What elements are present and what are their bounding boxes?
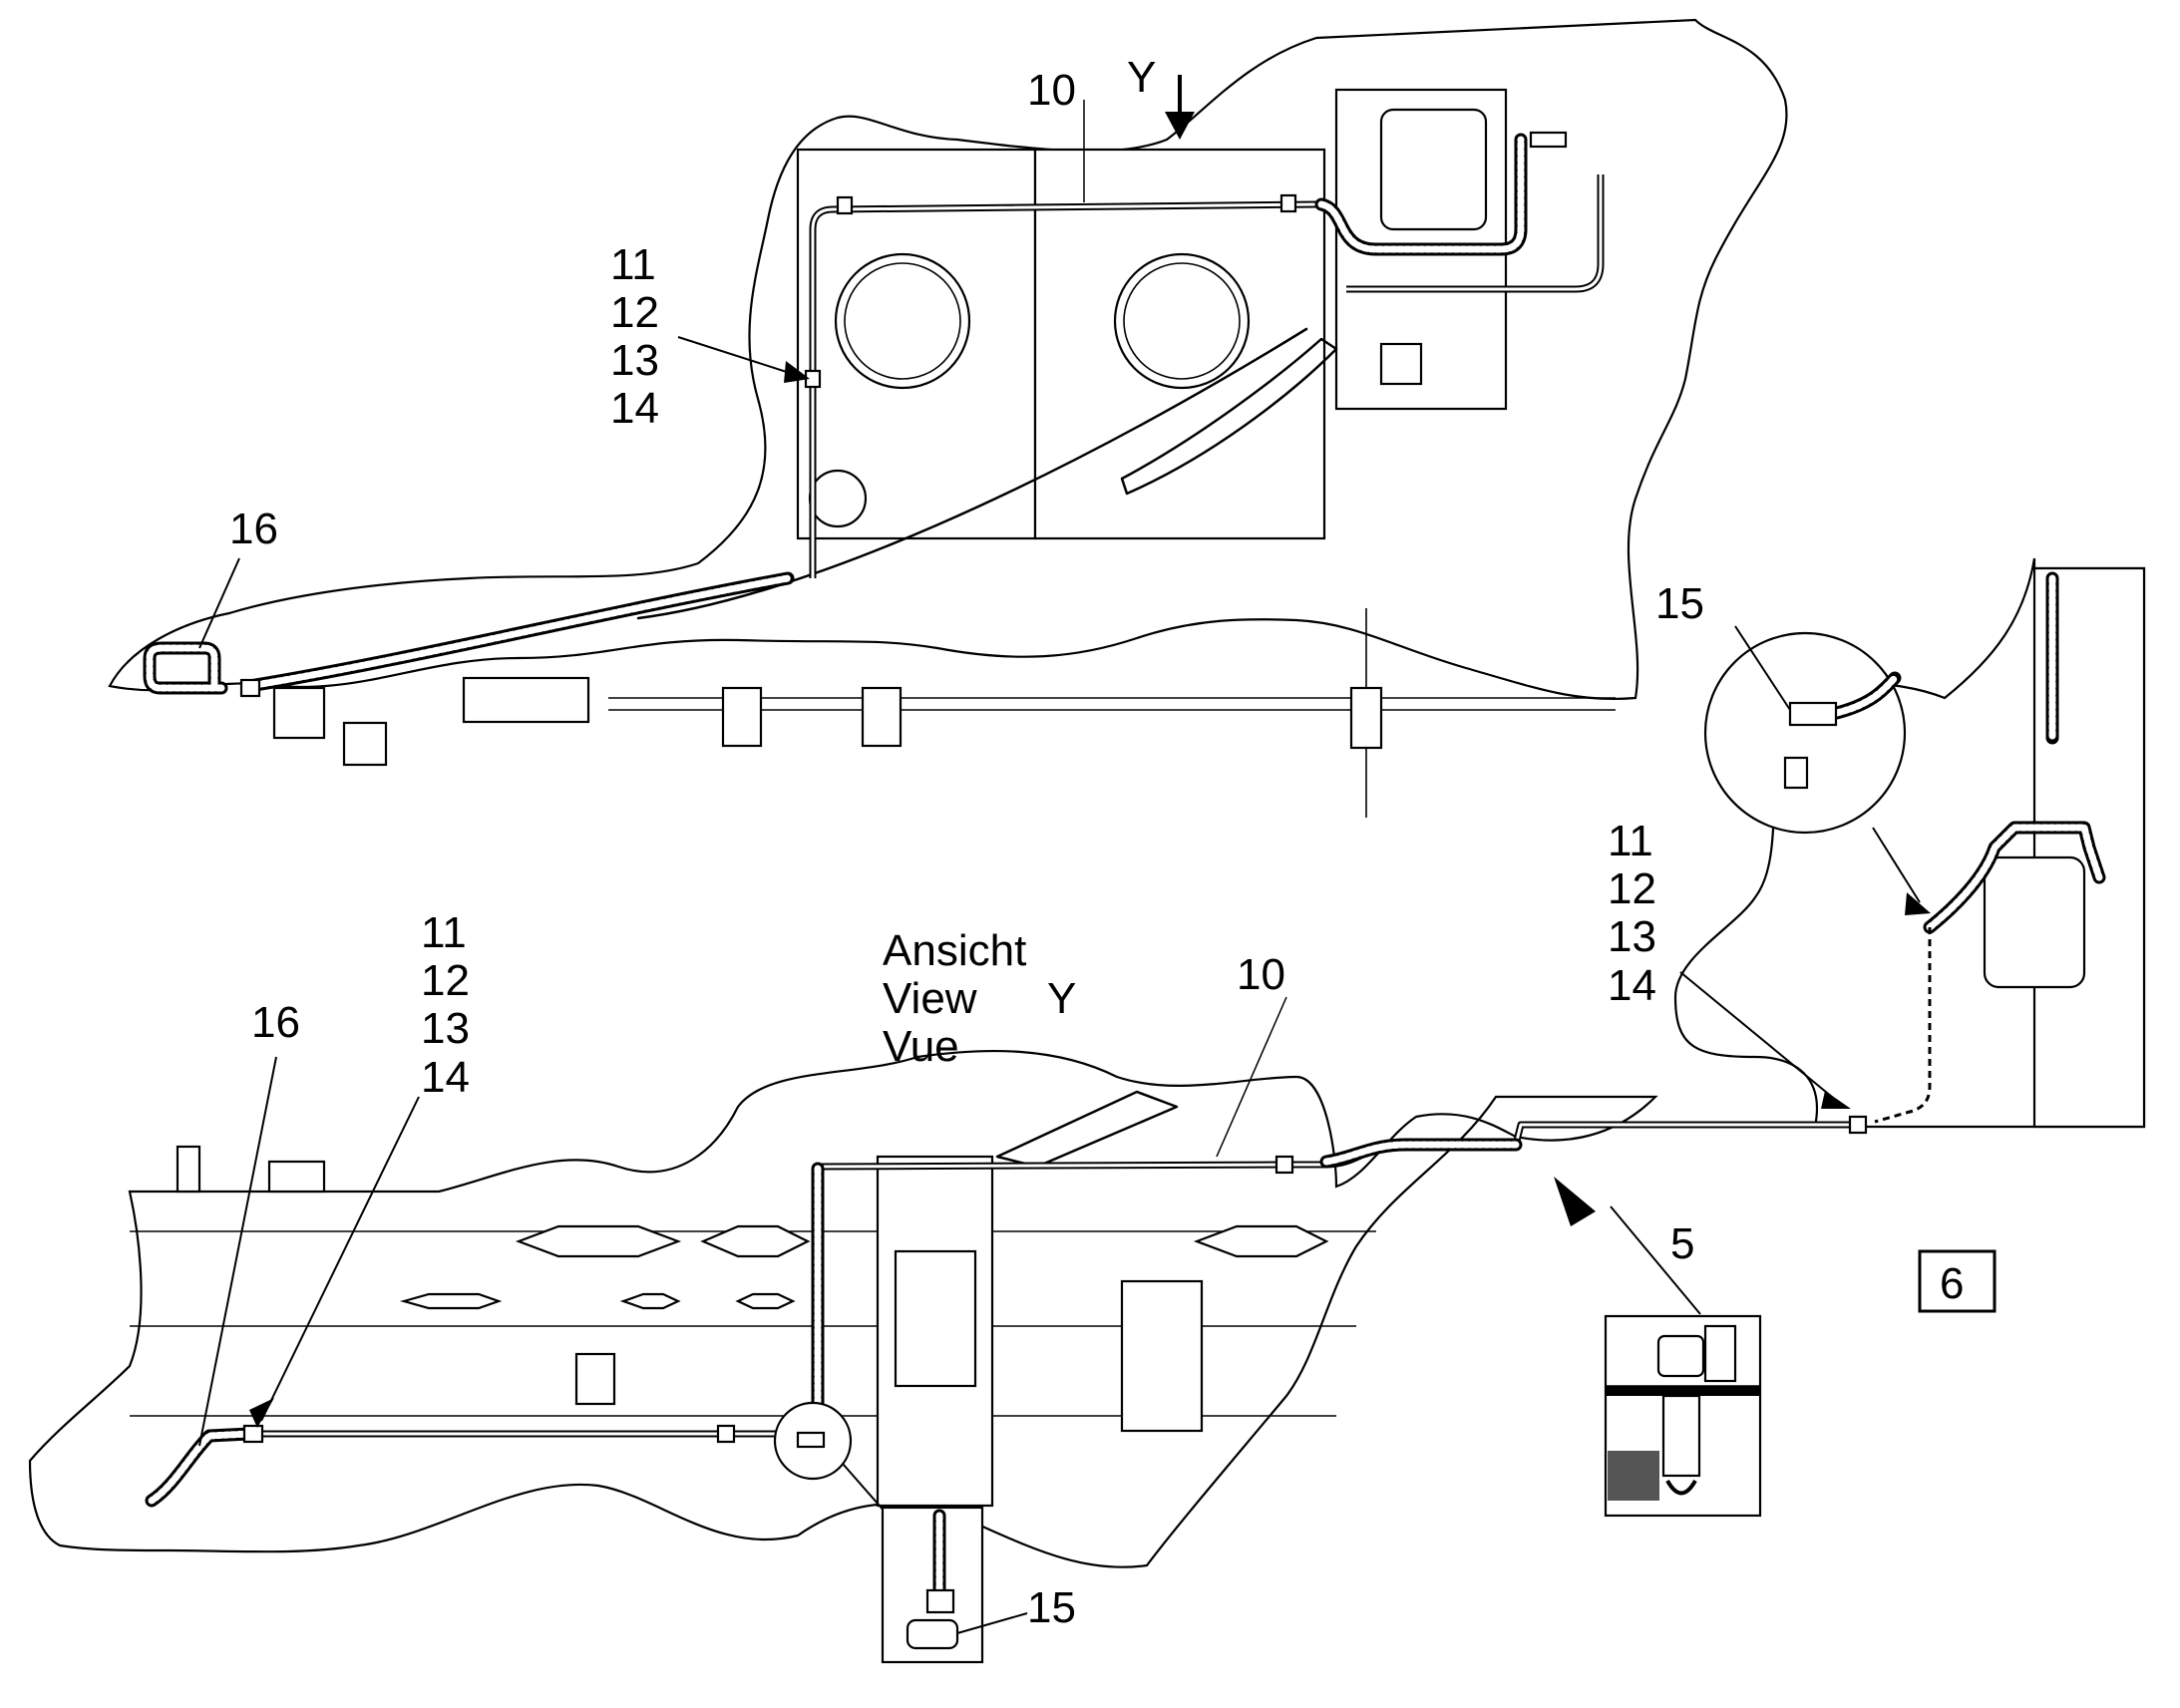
figure-number: 6: [1940, 1259, 1964, 1308]
bottom-plate-small: [574, 1352, 616, 1406]
right-detail: [1673, 557, 2146, 1129]
detail-box-15-elbow: [906, 1618, 959, 1650]
callout-top-10: 10: [1027, 66, 1076, 115]
bottom-leader-11-14: [260, 1096, 420, 1422]
top-pipe-10: [809, 200, 1317, 578]
callout-bottom-14: 14: [421, 1053, 470, 1102]
detail-box-5-leader: [1610, 1205, 1701, 1315]
right-magnifier: [1703, 631, 1907, 835]
top-guide-rail: [1120, 337, 1338, 496]
callout-right-13: 13: [1608, 912, 1656, 961]
view-caption-fr: Vue: [883, 1022, 959, 1071]
callout-bottom-12: 12: [421, 956, 470, 1005]
bottom-post: [176, 1145, 201, 1194]
detail-box-5-arrow: [1554, 1177, 1596, 1226]
bottom-slot-c: [735, 1292, 796, 1310]
top-clip-b: [1279, 193, 1297, 213]
top-spring-block-c: [1349, 686, 1383, 750]
right-fitting-base: [1783, 756, 1809, 790]
view-caption-de: Ansicht: [883, 926, 1026, 975]
bottom-cutout-c: [1193, 1224, 1329, 1258]
top-label-plate: [1529, 131, 1568, 149]
callout-bottom-11: 11: [421, 908, 467, 957]
bottom-bracket-top: [267, 1160, 326, 1194]
bottom-magnifier-fitting: [796, 1431, 826, 1449]
labels: Y 10 11 12 13 14 16 15 11 12 13 14 Ansic…: [229, 53, 1964, 1632]
callout-top-14: 14: [610, 384, 659, 433]
top-mount-plate: [462, 676, 590, 724]
top-view: [108, 18, 1788, 818]
right-leader-11-14: [1679, 971, 1839, 1103]
top-leader-11-14: [677, 336, 794, 375]
bottom-clip-right: [1848, 1115, 1868, 1135]
detail-box-15-leader: [956, 1612, 1028, 1634]
top-spring-block-a: [721, 686, 763, 748]
top-fitting-16: [239, 678, 261, 698]
callout-right-15: 15: [1655, 579, 1704, 628]
callout-right-14: 14: [1608, 961, 1656, 1010]
detail-box-15: [881, 1506, 1028, 1664]
callout-bottom-16: 16: [251, 998, 300, 1047]
top-hopper-edge: [636, 327, 1308, 620]
bottom-clip-11-14: [242, 1424, 264, 1444]
top-tank-port-right: [1113, 252, 1251, 390]
top-access-hatch: [1379, 108, 1488, 231]
bottom-slot-a: [399, 1292, 503, 1310]
right-tank: [1983, 855, 2086, 989]
detail-box-5: [1554, 1177, 1762, 1518]
top-tank-port-left-inner: [844, 262, 961, 380]
bottom-leader-16: [198, 1056, 277, 1447]
detail-box-5-hatch: [1608, 1451, 1659, 1501]
top-spring-block-b: [861, 686, 903, 748]
top-small-box: [1379, 342, 1423, 386]
bottom-slot-b: [619, 1292, 681, 1310]
top-pump-flange: [808, 469, 868, 528]
view-caption-letter: Y: [1047, 974, 1076, 1023]
right-dashed-pipe: [1874, 927, 1932, 1124]
bottom-view-outline: [28, 1049, 1658, 1568]
right-leader-15: [1734, 625, 1791, 711]
right-leader-magnifier: [1872, 827, 1921, 903]
callout-bottom-15: 15: [1027, 1583, 1076, 1632]
bottom-clip-b: [716, 1424, 736, 1444]
top-leader-16: [198, 557, 240, 649]
callout-bottom-10: 10: [1237, 950, 1285, 999]
detail-box-5-adapter: [1656, 1334, 1705, 1378]
callout-bottom-13: 13: [421, 1004, 470, 1053]
callout-right-11: 11: [1608, 817, 1653, 865]
callout-top-13: 13: [610, 336, 659, 385]
top-tank-port-right-inner: [1123, 262, 1241, 380]
right-fitting-15: [1788, 701, 1838, 727]
callout-detail-5: 5: [1670, 1219, 1694, 1268]
top-bracket-a: [272, 686, 326, 740]
figure-number-box: [1918, 1249, 1997, 1313]
bottom-column-plate: [894, 1249, 977, 1388]
top-clip-a: [836, 195, 854, 215]
bottom-cutout-b: [700, 1224, 811, 1258]
bottom-clip-10: [1274, 1155, 1294, 1175]
callout-right-12: 12: [1608, 864, 1656, 913]
bottom-leader-10: [1216, 996, 1287, 1158]
bottom-cutout-a: [515, 1224, 682, 1258]
callout-top-12: 12: [610, 288, 659, 337]
top-tank-port-left: [834, 252, 971, 390]
bottom-view: [28, 971, 1868, 1568]
view-caption-en: View: [883, 974, 977, 1023]
view-y-marker: Y: [1127, 53, 1156, 102]
top-bracket-b: [342, 721, 388, 767]
bottom-side-plate: [1120, 1279, 1204, 1433]
view-y-arrow: [1165, 75, 1195, 140]
callout-top-16: 16: [229, 505, 278, 553]
callout-top-11: 11: [610, 240, 656, 289]
